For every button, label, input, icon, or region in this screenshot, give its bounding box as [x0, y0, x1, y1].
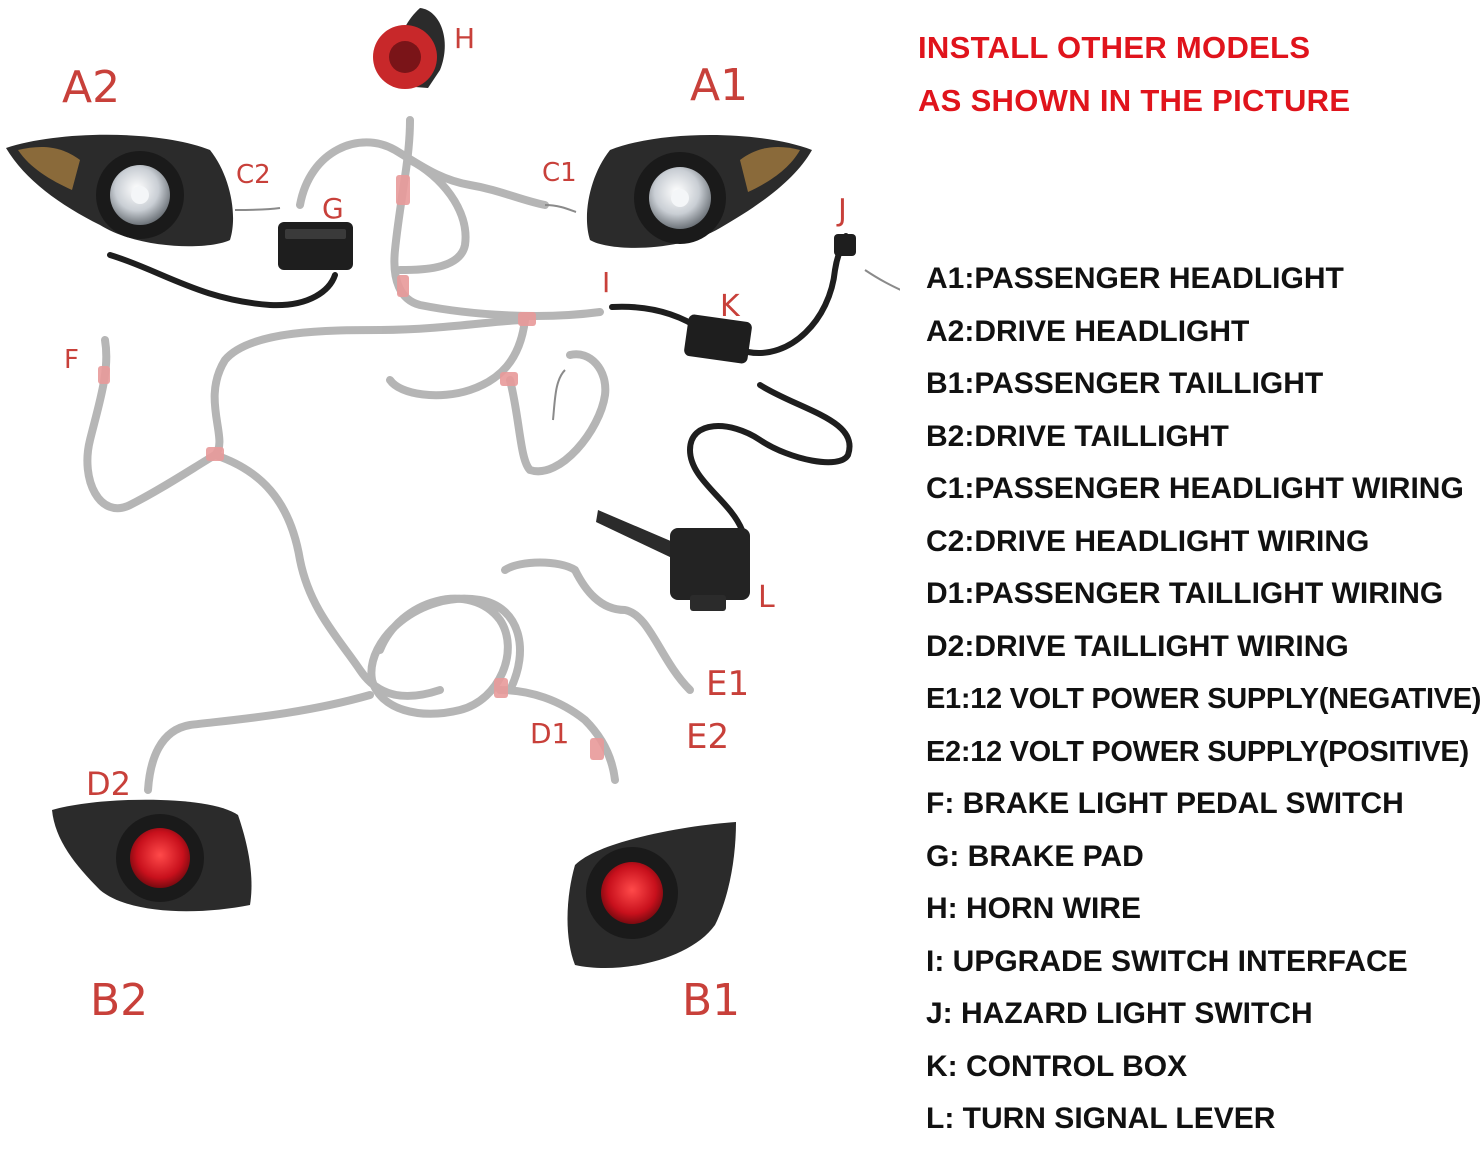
hazard-switch: [834, 234, 856, 256]
callout-b2: B2: [90, 975, 148, 1026]
control-box: [684, 314, 752, 364]
callout-b1: B1: [682, 975, 740, 1026]
legend-item-b1: B1:PASSENGER TAILLIGHT: [926, 367, 1324, 400]
legend-item-i: I: UPGRADE SWITCH INTERFACE: [926, 944, 1408, 978]
callout-a2: A2: [62, 62, 120, 113]
callout-labels: A2 A1 H C2 C1 G J I K F L E1 E2 D1 D2 B2…: [62, 22, 847, 1026]
brake-pad: [278, 222, 353, 270]
install-note-line-2: AS SHOWN IN THE PICTURE: [918, 83, 1351, 118]
legend-item-c2: C2:DRIVE HEADLIGHT WIRING: [926, 524, 1370, 558]
callout-e1: E1: [706, 664, 749, 704]
callout-a1: A1: [690, 60, 748, 111]
callout-e2: E2: [686, 717, 729, 757]
legend-item-d2: D2:DRIVE TAILLIGHT WIRING: [926, 629, 1349, 663]
legend-item-a1: A1:PASSENGER HEADLIGHT: [926, 262, 1344, 295]
callout-c2: C2: [236, 160, 271, 190]
callout-c1: C1: [542, 158, 577, 188]
callout-d2: D2: [86, 765, 131, 803]
parts-legend: A1:PASSENGER HEADLIGHT A2:DRIVE HEADLIGH…: [926, 256, 1481, 1149]
callout-i: I: [602, 266, 610, 299]
legend-item-h: H: HORN WIRE: [926, 892, 1141, 925]
drive-taillight: [52, 799, 252, 912]
callout-l: L: [758, 580, 775, 615]
wiring-diagram: A2 A1 H C2 C1 G J I K F L E1 E2 D1 D2 B2…: [6, 8, 900, 1026]
legend-item-g: G: BRAKE PAD: [926, 839, 1144, 873]
drive-headlight: [6, 134, 234, 247]
callout-d1: D1: [530, 717, 569, 750]
legend-item-l: L: TURN SIGNAL LEVER: [926, 1102, 1276, 1135]
connector-markers: [98, 175, 604, 760]
legend-item-k: K: CONTROL BOX: [926, 1049, 1188, 1083]
legend-item-d1: D1:PASSENGER TAILLIGHT WIRING: [926, 577, 1444, 610]
legend-item-a2: A2:DRIVE HEADLIGHT: [926, 314, 1250, 348]
legend-item-c1: C1:PASSENGER HEADLIGHT WIRING: [926, 472, 1464, 505]
legend-item-j: J: HAZARD LIGHT SWITCH: [926, 997, 1313, 1030]
passenger-headlight: [586, 135, 812, 248]
callout-f: F: [64, 345, 79, 375]
callout-g: G: [322, 192, 344, 225]
callout-k: K: [720, 289, 741, 324]
install-note-line-1: INSTALL OTHER MODELS: [918, 30, 1311, 65]
turn-signal-lever: [596, 510, 750, 611]
passenger-taillight: [567, 822, 736, 969]
legend-item-e2: E2:12 VOLT POWER SUPPLY(POSITIVE): [926, 735, 1469, 768]
lead-wires: [234, 204, 900, 421]
legend-item-e1: E1:12 VOLT POWER SUPPLY(NEGATIVE): [926, 683, 1481, 715]
horn: [373, 8, 445, 89]
legend-item-f: F: BRAKE LIGHT PEDAL SWITCH: [926, 787, 1404, 820]
callout-h: H: [454, 22, 475, 55]
callout-j: J: [836, 193, 847, 228]
legend-item-b2: B2:DRIVE TAILLIGHT: [926, 419, 1229, 453]
